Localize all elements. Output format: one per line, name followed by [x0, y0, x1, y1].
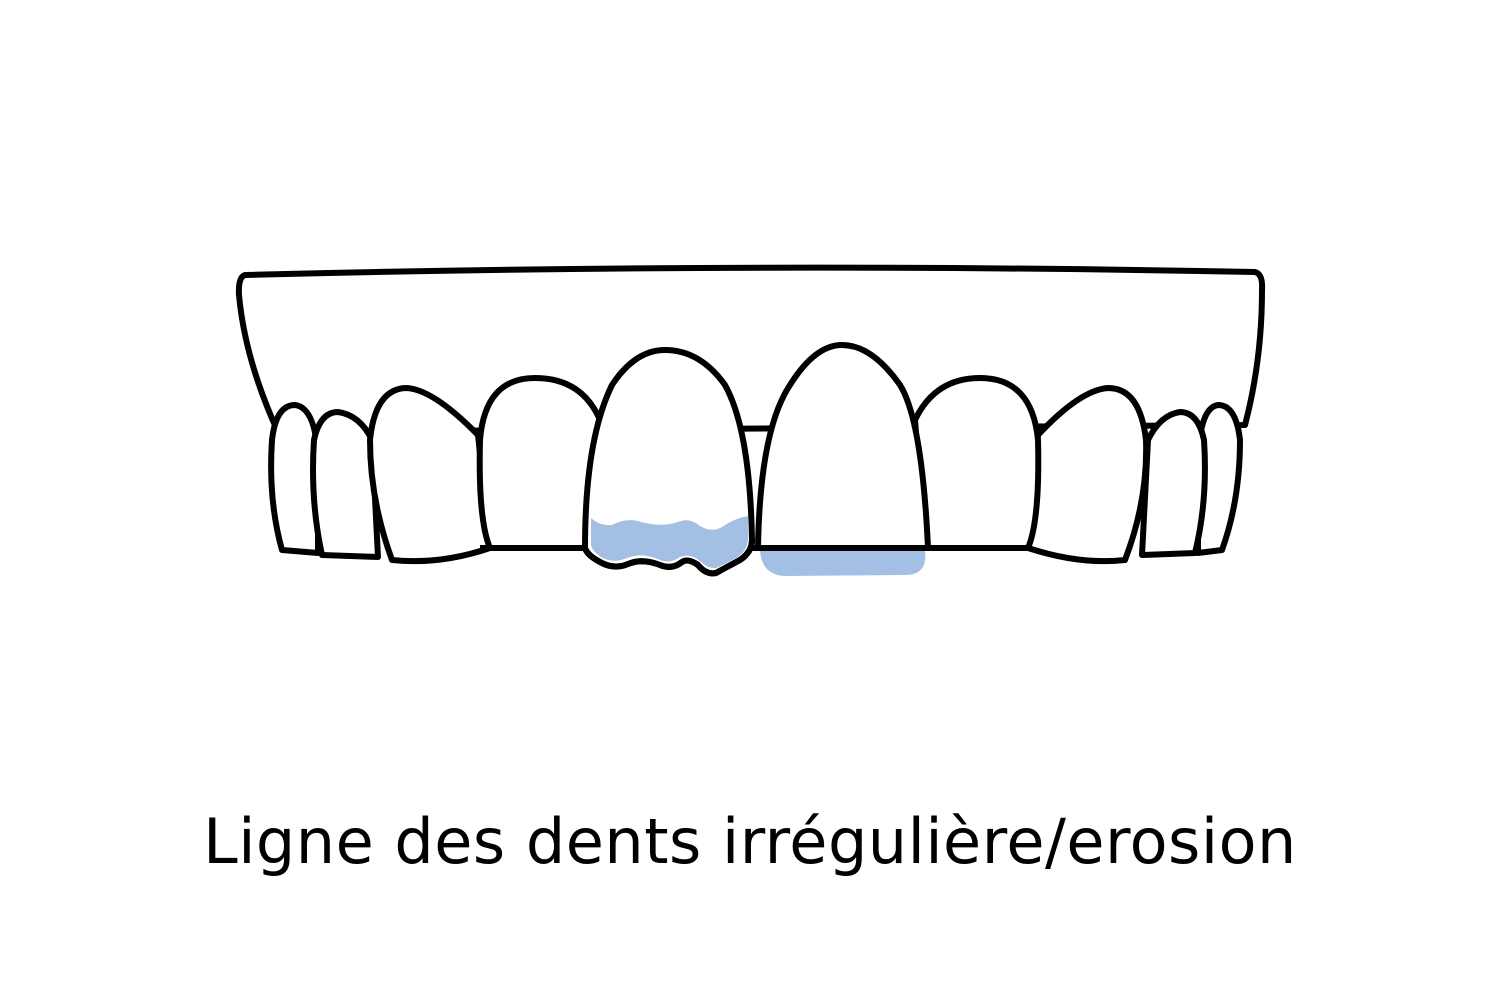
tooth-left-canine	[367, 385, 493, 565]
caption: Ligne des dents irrégulière/erosion	[203, 805, 1297, 878]
tooth-right-central	[755, 342, 931, 551]
erosion-fill-left	[591, 516, 748, 569]
tooth-right-lateral	[912, 375, 1042, 551]
tooth-left-central-edge	[582, 539, 755, 577]
tooth-left-lateral	[476, 375, 603, 551]
tooth-left-3	[310, 409, 381, 560]
erosion-fill-right	[760, 551, 926, 576]
tooth-right-3	[1139, 409, 1208, 558]
tooth-right-canine	[1025, 385, 1150, 565]
